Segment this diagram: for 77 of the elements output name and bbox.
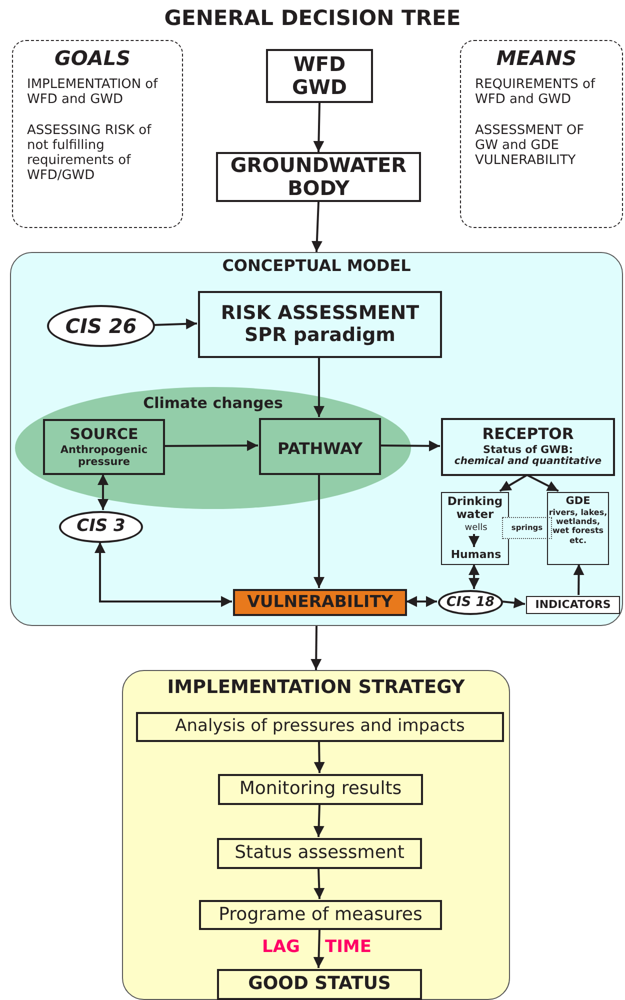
receptor-box — [441, 492, 509, 565]
node-text: rivers, lakes, wetlands, wet forests etc. — [548, 508, 608, 545]
model-panel — [10, 252, 623, 626]
node-title: GOALS — [54, 47, 131, 70]
node-title: wells — [464, 523, 488, 534]
arrow — [573, 564, 584, 596]
arrow — [526, 474, 559, 492]
node-title: Humans — [450, 549, 502, 562]
pathway-box — [259, 418, 381, 475]
node-title: VULNERABILITY — [247, 593, 393, 612]
arrow — [98, 474, 109, 510]
node-text: ASSESSMENT OF GW and GDE VULNERABILITY — [475, 124, 586, 169]
node-text: ASSESSING RISK of not fulfilling requirements of WFD/GWD — [27, 124, 152, 184]
node-title: Drinking water — [446, 495, 504, 522]
vulnerability-box — [233, 589, 407, 616]
process-box — [266, 49, 373, 103]
means-box — [460, 40, 623, 228]
node-title: GROUNDWATER BODY — [229, 154, 408, 200]
node-title: GDE — [566, 495, 590, 508]
arrow — [468, 534, 480, 547]
node-text: REQUIREMENTS of WFD and GWD — [475, 78, 596, 108]
goal-box — [217, 969, 422, 1000]
arrow — [314, 740, 325, 774]
node-title: SOURCE — [70, 426, 138, 444]
receptor-box — [441, 418, 615, 476]
node-title: RISK ASSESSMENT SPR paradigm — [220, 302, 420, 346]
arrow — [502, 597, 526, 608]
node-title: CIS 26 — [65, 314, 137, 338]
lag-label: LAG — [262, 937, 300, 957]
arrow — [314, 357, 324, 417]
node-title: CIS 18 — [446, 594, 495, 610]
node-title: GOOD STATUS — [248, 974, 391, 995]
arrow — [310, 626, 322, 670]
goals-box — [12, 40, 183, 228]
node-text: IMPLEMENTATION of WFD and GWD — [27, 78, 158, 108]
node-title: PATHWAY — [277, 440, 363, 459]
strategy-panel — [122, 670, 510, 1000]
arrow — [380, 440, 440, 452]
springs-box — [502, 517, 552, 539]
node-text: chemical and quantitative — [454, 456, 602, 468]
process-box — [216, 152, 421, 202]
process-box — [198, 291, 442, 358]
arrow — [314, 868, 325, 900]
node-text: Status of GWB: — [483, 444, 573, 456]
node-title: Analysis of pressures and impacts — [175, 717, 465, 737]
arrow — [468, 564, 480, 589]
node-title: WFD GWD — [290, 53, 348, 99]
diagram-title: GENERAL DECISION TREE — [163, 6, 462, 30]
indicators-box — [526, 596, 620, 614]
node-title: Monitoring results — [239, 779, 402, 800]
arrow — [164, 440, 258, 452]
arrow — [313, 102, 324, 152]
arrow — [313, 928, 324, 968]
node-title: IMPLEMENTATION STRATEGY — [167, 677, 465, 698]
lag-label: TIME — [325, 937, 372, 957]
node-title: RECEPTOR — [482, 426, 574, 444]
node-title: CONCEPTUAL MODEL — [222, 257, 411, 276]
node-title: MEANS — [496, 47, 577, 70]
source-box — [43, 419, 165, 475]
process-box — [217, 838, 422, 869]
node-title: INDICATORS — [535, 599, 611, 612]
arrow — [313, 804, 324, 838]
node-title: CIS 3 — [76, 517, 126, 537]
receptor-box — [547, 492, 609, 565]
node-title: Programe of measures — [218, 904, 422, 926]
node-title: Climate changes — [143, 395, 283, 412]
arrow — [314, 474, 324, 588]
node-text: Anthropogenic pressure — [59, 444, 149, 468]
arrow — [406, 596, 437, 607]
process-box — [136, 712, 504, 742]
arrow — [154, 318, 198, 330]
process-box — [218, 774, 423, 805]
arrow — [499, 474, 528, 492]
process-box — [199, 900, 442, 930]
arrow — [94, 542, 232, 607]
node-title: Status assessment — [234, 843, 404, 864]
arrow — [311, 202, 322, 252]
